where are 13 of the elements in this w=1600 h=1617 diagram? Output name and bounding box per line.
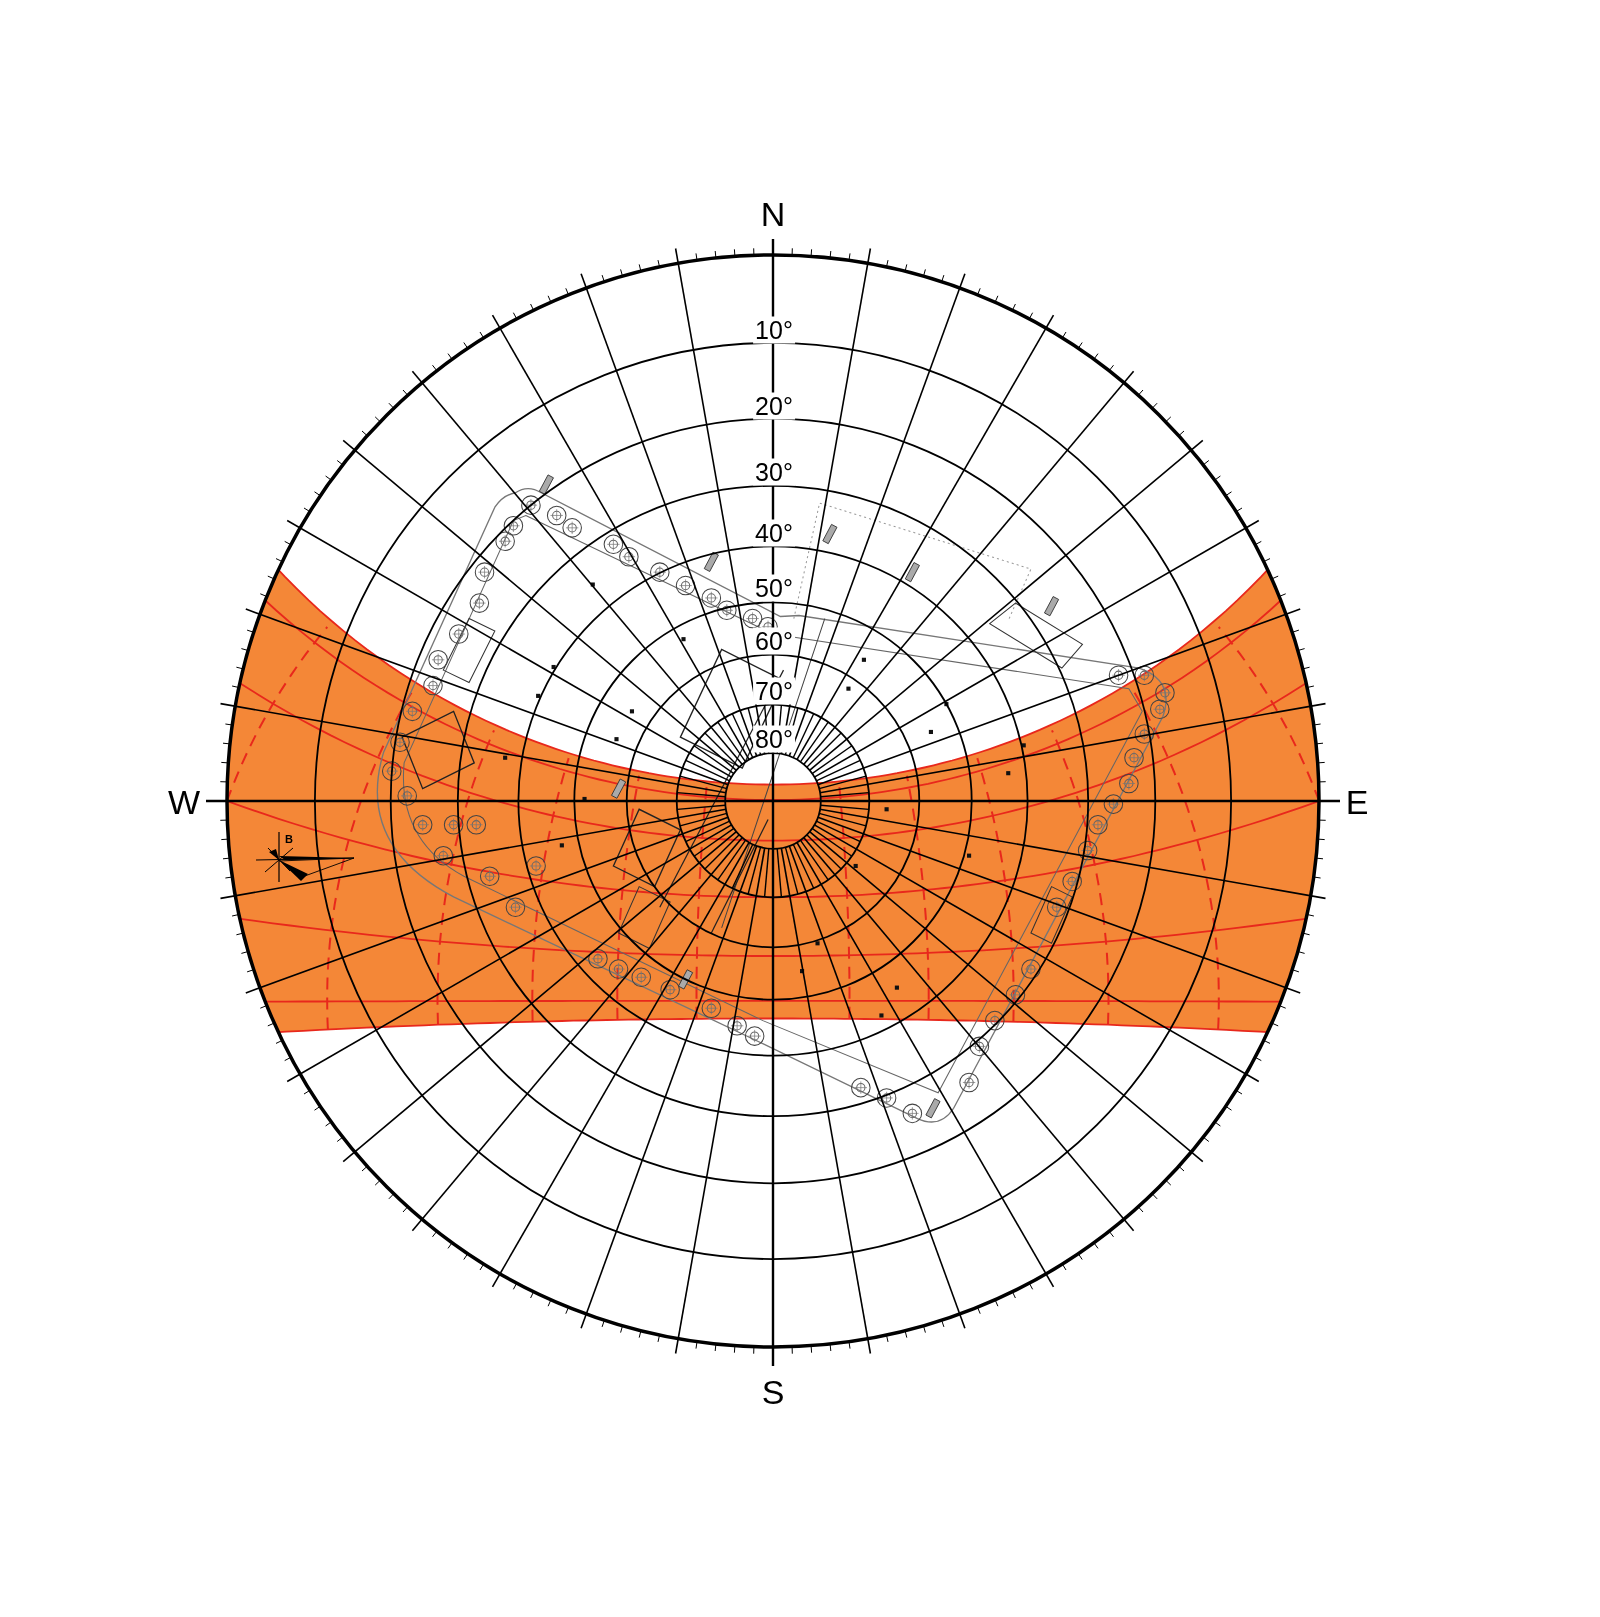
altitude-label: 60° (753, 627, 795, 655)
altitude-label: 30° (753, 458, 795, 486)
compass-direction-label: S (761, 1375, 785, 1409)
altitude-label: 80° (753, 725, 795, 753)
altitude-label: 40° (753, 519, 795, 547)
altitude-label: 70° (753, 677, 795, 705)
altitude-label: 50° (753, 574, 795, 602)
altitude-label: 20° (753, 392, 795, 420)
north-arrow-letter: B (285, 833, 293, 845)
altitude-label: 10° (753, 316, 795, 344)
compass-direction-label: W (167, 785, 201, 819)
compass-direction-label: E (1345, 785, 1369, 819)
compass-direction-label: N (760, 197, 786, 231)
